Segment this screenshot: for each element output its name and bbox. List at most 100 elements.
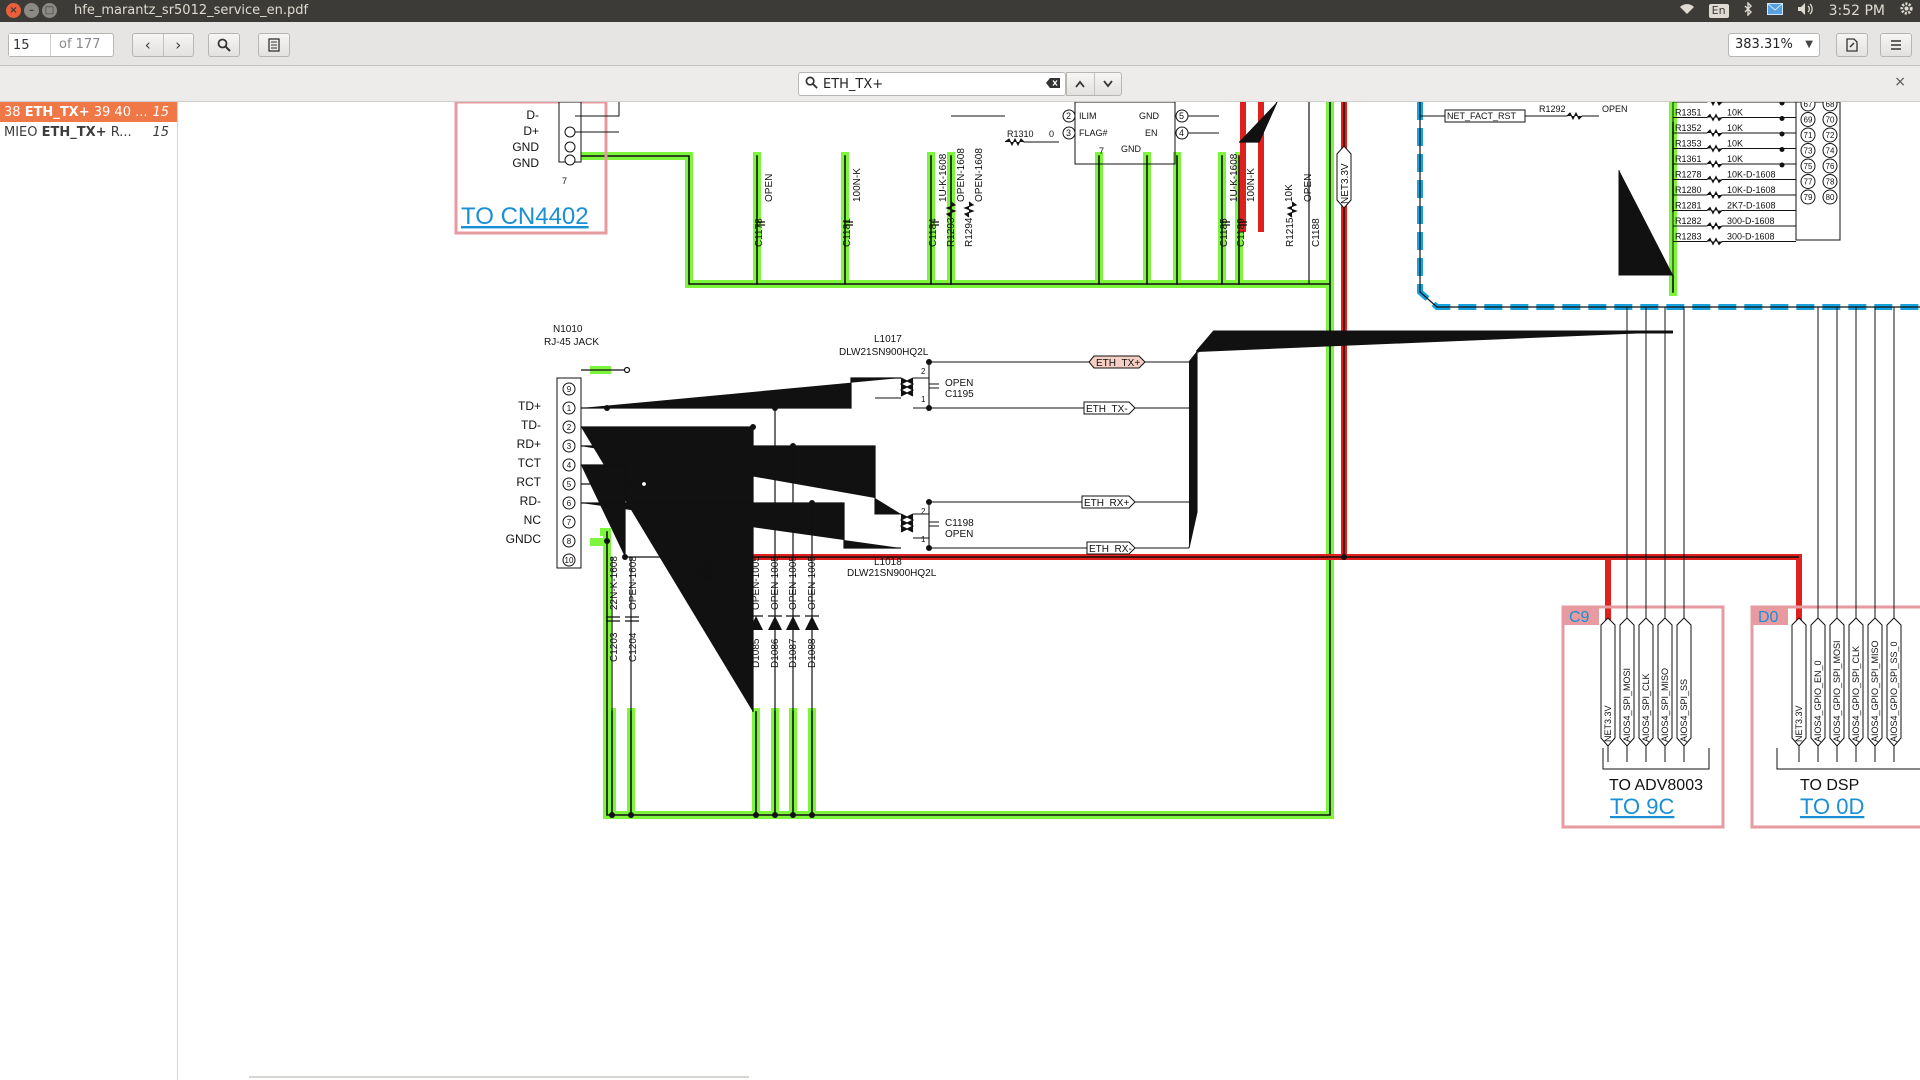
usb-frame <box>454 102 608 235</box>
document-view[interactable]: D- D+ GND GND 7 TO CN4402 C1178 C1181 C1… <box>179 102 1920 1080</box>
mail-icon[interactable] <box>1766 2 1783 20</box>
signal-label: AIOS4_GPIO_EN_0 <box>1813 660 1823 742</box>
jack-pin-num: 7 <box>567 518 572 527</box>
find-field <box>798 72 1066 96</box>
cap-pin-num: 1 <box>921 395 926 404</box>
horizontal-scrollbar[interactable] <box>249 1076 749 1078</box>
junction-dot <box>1779 116 1785 121</box>
page-number-input[interactable] <box>9 34 51 56</box>
jack-pin-num: 1 <box>567 404 572 413</box>
find-result[interactable]: MIEO ETH_TX+ R... 15 <box>0 122 177 142</box>
signal-flag <box>1848 617 1864 747</box>
jack-pin-num: 2 <box>567 423 572 432</box>
close-window-button[interactable]: × <box>6 3 21 18</box>
connector-pin-num: 78 <box>1826 178 1835 187</box>
connector-pin <box>1822 158 1838 174</box>
volume-icon[interactable] <box>1797 2 1815 21</box>
system-tray: En 3:52 PM <box>1679 0 1914 21</box>
top-components: C1178 C1181 C1184 R1293 R1294 C1185 C118… <box>754 102 1322 284</box>
ic-pin-flag: FLAG# <box>1079 128 1108 138</box>
connector-pin <box>1822 189 1838 205</box>
connector-pin <box>1800 143 1816 158</box>
jack-type: RJ-45 JACK <box>544 337 599 348</box>
find-next-button[interactable] <box>1093 73 1122 95</box>
diode-value: OPEN-1005 <box>807 556 818 610</box>
signal-flag <box>1619 617 1635 747</box>
highlighted-net33-net <box>719 102 1802 712</box>
eth-rx-plus-flag: ETH_RX+ <box>1084 498 1129 509</box>
rj45-jack: N1010 RJ-45 JACK 9 1 2 3 4 5 6 7 8 10 TD… <box>506 324 901 712</box>
viewer-toolbar: of 177 ‹ › 383.31% ▼ <box>0 22 1920 66</box>
schematic-drawing: D- D+ GND GND 7 TO CN4402 C1178 C1181 C1… <box>454 102 1920 829</box>
clear-search-icon[interactable] <box>1041 77 1065 91</box>
next-page-button[interactable]: › <box>164 36 194 54</box>
connector-pin-num: 68 <box>1826 102 1835 109</box>
find-results-sidebar: 38 ETH_TX+ 39 40 ... 15 MIEO ETH_TX+ R..… <box>0 102 178 1080</box>
component-ref: C1188 <box>1311 218 1322 247</box>
net33-tag: NET3.3V <box>1336 145 1352 209</box>
to-9c-link[interactable]: TO 9C <box>1610 794 1675 819</box>
junction-dot <box>1779 147 1785 152</box>
maximize-icon: □ <box>44 5 55 16</box>
resistor-value: 300-D-1608 <box>1727 232 1775 242</box>
resistor-symbol <box>1673 144 1796 153</box>
result-context: 38 ETH_TX+ 39 40 ... <box>4 105 148 120</box>
connector-pin-num: 72 <box>1826 131 1835 140</box>
signal-flag <box>1886 617 1902 747</box>
to-0d-link[interactable]: TO 0D <box>1800 794 1864 819</box>
app-menu-button[interactable] <box>1880 33 1912 57</box>
search-button[interactable] <box>208 33 240 57</box>
blue-bus-outline <box>1417 102 1920 310</box>
signal-flag <box>1829 617 1845 747</box>
connector-pin <box>1822 127 1838 143</box>
maximize-window-button[interactable]: □ <box>42 3 57 18</box>
ic-pin-num: 4 <box>1179 128 1184 138</box>
connector-pin <box>1800 174 1816 189</box>
connector-pin <box>1822 174 1838 189</box>
sidebar-toggle-button[interactable] <box>258 33 290 57</box>
connector-pin <box>1822 102 1838 112</box>
search-icon <box>217 38 231 52</box>
connector-pin <box>1800 112 1816 127</box>
find-previous-button[interactable] <box>1067 73 1094 95</box>
cap-pin-num: 2 <box>921 507 926 516</box>
c1195-ref: C1195 <box>945 389 974 400</box>
minimize-window-button[interactable]: – <box>24 3 39 18</box>
close-icon: × <box>9 5 18 16</box>
find-result[interactable]: 38 ETH_TX+ 39 40 ... 15 <box>0 102 177 122</box>
chevron-right-icon: › <box>175 36 182 54</box>
component-value: 1U-K-1608 <box>938 153 949 202</box>
wifi-icon[interactable] <box>1679 2 1695 20</box>
keyboard-language-indicator[interactable]: En <box>1708 4 1729 18</box>
sidebar-icon <box>268 38 280 52</box>
r1310-ref: R1310 <box>1007 129 1034 139</box>
previous-page-button[interactable]: ‹ <box>133 36 163 54</box>
clock[interactable]: 3:52 PM <box>1828 3 1885 19</box>
settings-gear-icon[interactable] <box>1899 1 1914 21</box>
component-ref: R1293 <box>946 217 957 247</box>
annotation-button[interactable] <box>1836 33 1868 57</box>
to-cn4402-link[interactable]: TO CN4402 <box>461 203 589 230</box>
resistor-value: 10K <box>1727 108 1743 118</box>
find-input[interactable] <box>823 74 1041 94</box>
bluetooth-icon[interactable] <box>1743 0 1753 21</box>
usb-pin7-label: 7 <box>562 176 567 186</box>
ic-pin-num: 3 <box>1066 128 1071 138</box>
eth-tx-plus-flag[interactable]: ETH_TX+ <box>1096 358 1140 369</box>
jack-pin-num: 5 <box>567 480 572 489</box>
minimize-icon: – <box>29 5 34 16</box>
resistor-symbol <box>1673 206 1796 215</box>
zoom-select[interactable]: 383.31% ▼ <box>1728 33 1820 57</box>
zoom-value: 383.31% <box>1735 37 1793 52</box>
resistor-value: 2K7-D-1608 <box>1727 201 1776 211</box>
result-page: 15 <box>152 104 169 120</box>
close-find-bar-icon[interactable]: × <box>1894 74 1906 90</box>
page-selector: of 177 <box>8 33 114 57</box>
chevron-up-icon <box>1075 80 1085 88</box>
nav-divider <box>162 34 164 56</box>
result-page: 15 <box>152 124 169 140</box>
bottom-components: R1255 OPEN 22N-K-1608 OPEN-1608 C1203 C1… <box>606 551 1347 818</box>
jack-pin-label: TD- <box>521 418 541 432</box>
resistor-network: NET_FACT_RST R1292 OPEN R135010KR135110K… <box>1420 102 1841 276</box>
